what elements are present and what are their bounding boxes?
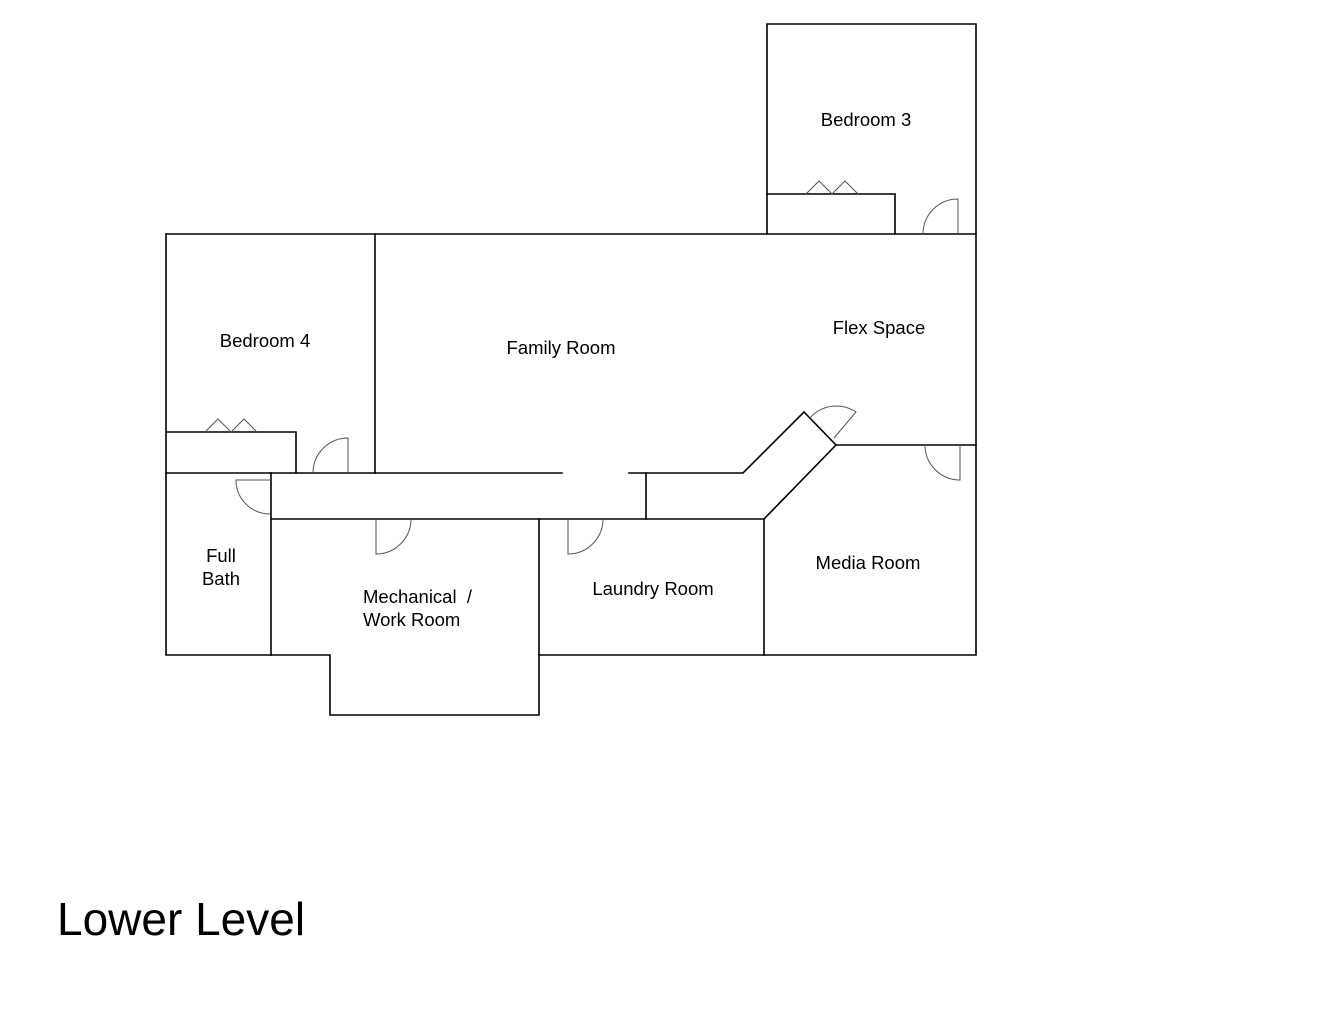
laundry-door — [567, 518, 604, 555]
closet-doors — [204, 180, 859, 433]
label-flex-space: Flex Space — [833, 317, 926, 338]
bedroom-4-door — [312, 437, 349, 474]
media-room-door — [924, 444, 961, 481]
room-labels: Bedroom 3 Bedroom 4 Family Room Flex Spa… — [202, 109, 925, 630]
left-outer-wall — [165, 233, 272, 656]
level-title: Lower Level — [57, 893, 306, 945]
bedroom-4-closet-door — [204, 418, 258, 433]
bedroom-3-closet — [766, 193, 896, 235]
label-media-room: Media Room — [816, 552, 921, 573]
label-mechanical-line2: Work Room — [363, 609, 460, 630]
label-family-room: Family Room — [507, 337, 616, 358]
mechanical-door — [375, 518, 412, 555]
bedroom-3-door — [922, 198, 959, 235]
main-top-wall — [165, 233, 977, 446]
bedroom-3-closet-door — [805, 180, 859, 195]
walls — [165, 23, 977, 716]
bedroom-4-closet — [165, 431, 297, 474]
label-laundry-room: Laundry Room — [592, 578, 713, 599]
label-bedroom-4: Bedroom 4 — [220, 330, 311, 351]
hallway-upper-wall-right — [628, 410, 838, 521]
laundry-bottom-wall — [538, 444, 977, 656]
label-full-bath-line1: Full — [206, 545, 236, 566]
full-bath-door — [235, 479, 271, 515]
label-full-bath-line2: Bath — [202, 568, 240, 589]
flex-space-door — [809, 405, 857, 439]
bedroom-3-walls — [766, 23, 977, 235]
doors — [235, 198, 961, 555]
label-mechanical-line1: Mechanical / — [363, 586, 473, 607]
label-bedroom-3: Bedroom 3 — [821, 109, 912, 130]
mechanical-walls — [270, 518, 540, 716]
